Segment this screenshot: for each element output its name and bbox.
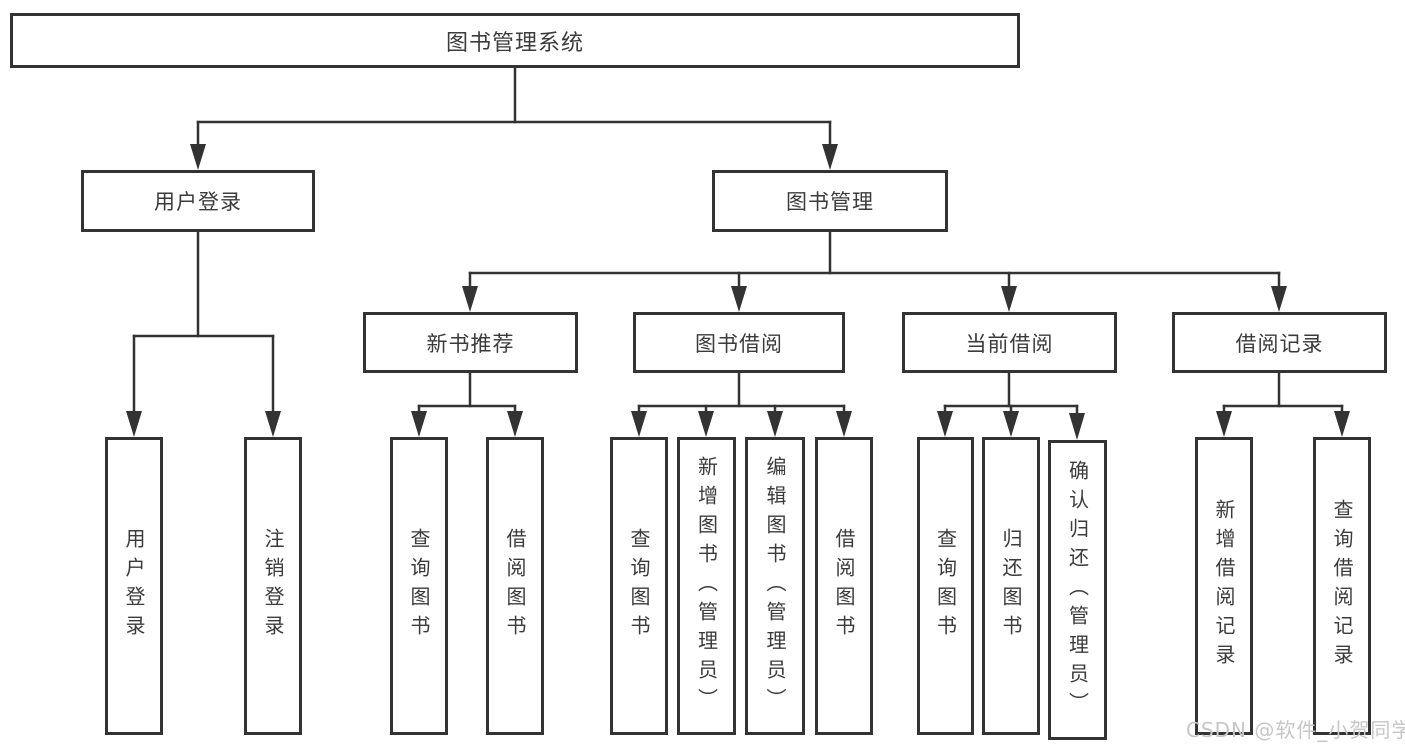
connector-book-borrow-to-leaves xyxy=(631,371,852,437)
node-records-query-record-label: 查询借阅记录 xyxy=(1330,499,1354,673)
connector-current-borrow-to-leaves xyxy=(937,371,1085,440)
connector-borrow-records-to-leaves xyxy=(1216,371,1350,437)
node-records-query-record: 查询借阅记录 xyxy=(1313,437,1371,735)
node-borrow-records-label: 借阅记录 xyxy=(1235,331,1324,356)
node-current-return-books-label: 归还图书 xyxy=(999,528,1023,644)
node-current-confirm-return-admin: 确认归还（管理员） xyxy=(1048,440,1107,740)
node-records-add-record-label: 新增借阅记录 xyxy=(1212,499,1236,673)
node-current-borrow: 当前借阅 xyxy=(902,312,1117,373)
csdn-watermark: CSDN @软件_小贺同学 xyxy=(1186,718,1405,742)
node-user-login-action: 用户登录 xyxy=(105,437,163,735)
node-logout-action: 注销登录 xyxy=(244,437,302,735)
node-borrow-edit-books-admin: 编辑图书（管理员） xyxy=(745,437,805,735)
node-book-management-label: 图书管理 xyxy=(786,190,874,214)
node-recommend-borrow-books-label: 借阅图书 xyxy=(503,528,527,644)
node-system-root: 图书管理系统 xyxy=(10,13,1020,68)
node-recommend-borrow-books: 借阅图书 xyxy=(486,437,544,735)
node-book-borrow-label: 图书借阅 xyxy=(695,331,783,356)
node-recommend-query-books: 查询图书 xyxy=(390,437,448,735)
node-borrow-records: 借阅记录 xyxy=(1172,312,1387,373)
node-new-book-recommend: 新书推荐 xyxy=(363,312,578,373)
connector-user-login-to-leaves xyxy=(126,230,281,437)
node-logout-action-label: 注销登录 xyxy=(261,528,285,644)
connector-new-book-recommend-to-leaves xyxy=(411,371,523,437)
node-book-borrow: 图书借阅 xyxy=(633,312,845,373)
node-book-management: 图书管理 xyxy=(712,170,948,232)
node-borrow-add-books-admin: 新增图书（管理员） xyxy=(677,437,736,735)
node-records-add-record: 新增借阅记录 xyxy=(1195,437,1253,735)
connector-root-to-level2 xyxy=(190,66,838,170)
node-user-login-action-label: 用户登录 xyxy=(122,528,146,644)
node-current-query-books-label: 查询图书 xyxy=(933,528,958,644)
node-system-root-label: 图书管理系统 xyxy=(445,30,584,56)
node-borrow-edit-books-admin-label: 编辑图书（管理员） xyxy=(763,455,787,717)
node-borrow-borrow-books-label: 借阅图书 xyxy=(832,528,856,644)
node-new-book-recommend-label: 新书推荐 xyxy=(426,331,515,356)
node-user-login-label: 用户登录 xyxy=(154,190,242,214)
node-borrow-query-books-label: 查询图书 xyxy=(627,528,651,644)
node-current-confirm-return-admin-label: 确认归还（管理员） xyxy=(1065,459,1090,721)
node-recommend-query-books-label: 查询图书 xyxy=(407,528,431,644)
node-current-return-books: 归还图书 xyxy=(982,437,1040,735)
connector-book-management-to-level3 xyxy=(462,230,1287,312)
node-borrow-query-books: 查询图书 xyxy=(610,437,668,735)
node-user-login: 用户登录 xyxy=(81,170,315,232)
node-borrow-borrow-books: 借阅图书 xyxy=(815,437,873,735)
node-current-borrow-label: 当前借阅 xyxy=(965,331,1054,356)
node-borrow-add-books-admin-label: 新增图书（管理员） xyxy=(694,455,719,717)
node-current-query-books: 查询图书 xyxy=(917,437,974,735)
